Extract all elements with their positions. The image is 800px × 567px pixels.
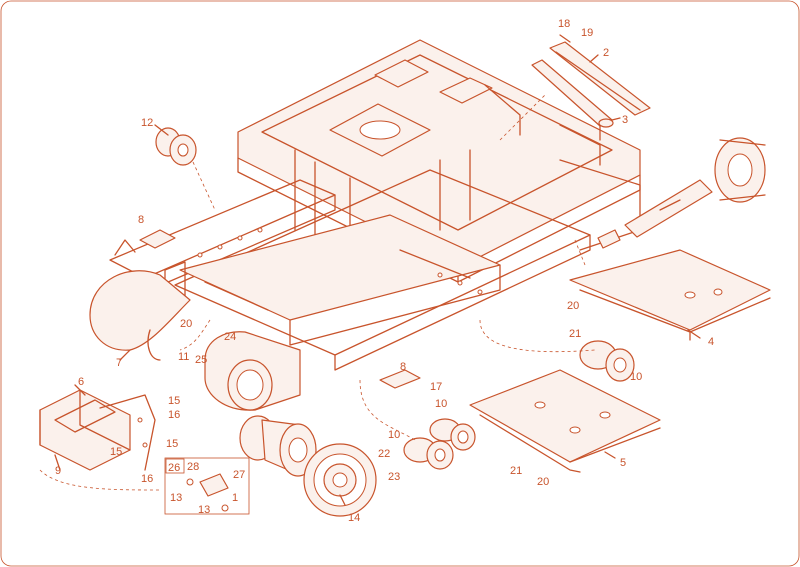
drive-sprocket-14: [303, 443, 377, 517]
callout-21-bottom: 21: [510, 465, 522, 477]
leader-lines: [39, 34, 701, 506]
guard-plate-5: [469, 369, 661, 473]
callout-15-top: 15: [168, 395, 180, 407]
callout-4: 4: [708, 336, 714, 348]
callout-27: 27: [233, 469, 245, 481]
track-drum-left: [89, 270, 191, 361]
callout-16-top: 16: [168, 409, 180, 421]
callout-labels: 1 2 3 4 5 6 7 8 8 9 10 10 10 11 12 13 13…: [55, 18, 714, 524]
callout-20-bottom: 20: [537, 476, 549, 488]
callout-7: 7: [116, 357, 122, 369]
callout-8-top: 8: [138, 214, 144, 226]
callout-18: 18: [558, 18, 570, 30]
callout-22: 22: [378, 448, 390, 460]
callout-8-lower: 8: [400, 361, 406, 373]
motor-housing: [204, 331, 301, 411]
callout-19: 19: [581, 27, 593, 39]
callout-6: 6: [78, 376, 84, 388]
guard-plate-4: [569, 249, 771, 341]
kit-box-26: [164, 457, 250, 515]
tension-cylinder: [597, 179, 713, 249]
idler-wheel-right: [714, 137, 766, 203]
callout-16-bottom: 16: [141, 473, 153, 485]
bracket-8-top: [139, 229, 176, 249]
callout-1: 1: [232, 492, 238, 504]
callout-10-right: 10: [630, 371, 642, 383]
travel-motor: [239, 415, 317, 477]
callout-13-a: 13: [170, 492, 182, 504]
callout-10-top: 10: [435, 398, 447, 410]
callout-15-left: 15: [110, 446, 122, 458]
callout-26: 26: [168, 462, 180, 474]
callout-20-left: 20: [180, 318, 192, 330]
main-frame: [109, 39, 641, 371]
callout-24: 24: [224, 331, 236, 343]
part-2-bar: [549, 41, 651, 116]
track-roller-10-center: [403, 418, 476, 470]
callout-20-right: 20: [567, 300, 579, 312]
callout-15-mid: 15: [166, 438, 178, 450]
callout-12: 12: [141, 117, 153, 129]
callout-9: 9: [55, 465, 61, 477]
callout-11: 11: [178, 351, 189, 363]
callout-5: 5: [620, 457, 626, 469]
bracket-8-lower: [379, 369, 421, 389]
callout-2: 2: [603, 47, 609, 59]
bracket-assembly-6: [39, 389, 156, 471]
callout-23: 23: [388, 471, 400, 483]
track-roller-10-right: [579, 340, 635, 382]
callout-17: 17: [430, 381, 442, 393]
callout-10-left: 10: [388, 429, 400, 441]
callout-21-right: 21: [569, 328, 581, 340]
small-roller-12: [155, 127, 197, 166]
callout-28: 28: [187, 461, 199, 473]
callout-3: 3: [622, 114, 628, 126]
callout-14: 14: [348, 512, 360, 524]
callout-25: 25: [195, 354, 207, 366]
callout-13-b: 13: [198, 504, 210, 516]
